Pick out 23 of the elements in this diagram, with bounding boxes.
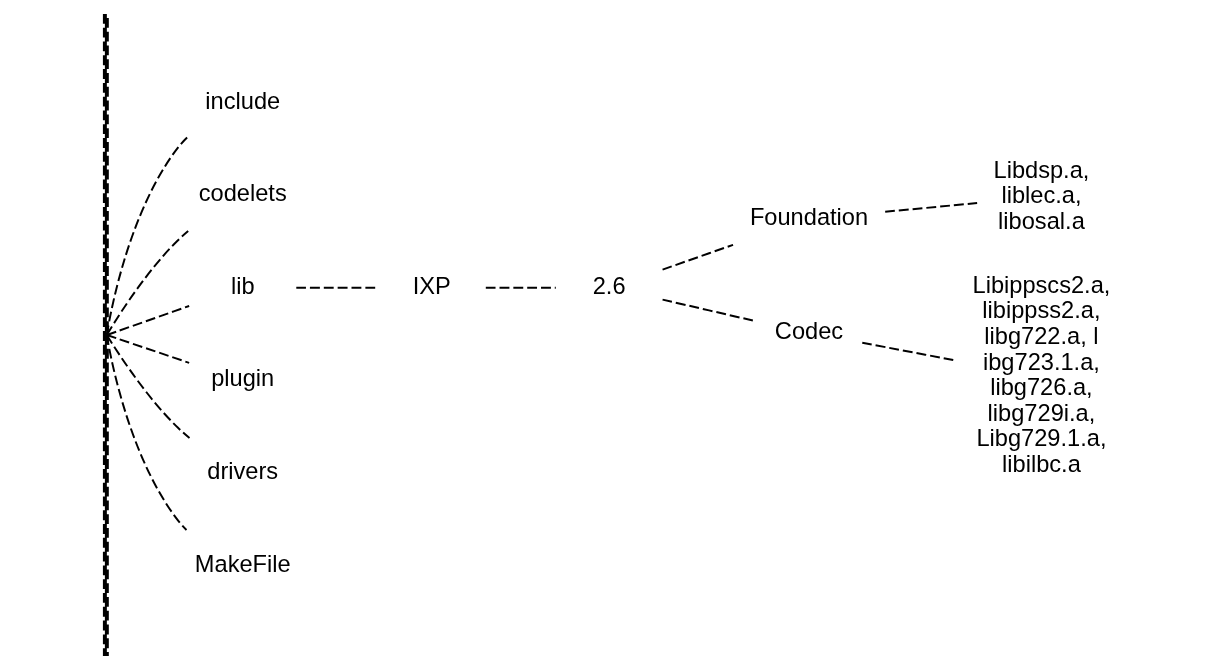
node-text: lib (230, 272, 255, 299)
node-text: 2.6 (592, 272, 626, 299)
connector (883, 202, 978, 213)
connector (661, 298, 756, 323)
connector (105, 136, 188, 336)
node-text: drivers (206, 457, 278, 484)
connector (661, 243, 734, 271)
node-text: Libippscs2.a, libippss2.a, libg722.a, l ibg723.1.a, libg726.a, libg729i.a, Libg729.1.a, libilbc.a (971, 271, 1110, 478)
node-text: Libdsp.a, liblec.a, libosal.a (993, 156, 1089, 234)
connector (105, 304, 190, 336)
connector (105, 334, 190, 439)
node-text: include (204, 87, 280, 114)
node-text: Codec (774, 318, 843, 345)
connector (484, 286, 557, 289)
connector (105, 334, 190, 364)
connector (105, 230, 189, 336)
node-text: Foundation (749, 203, 868, 230)
connector (860, 341, 956, 362)
node-text: codelets (198, 180, 287, 207)
node-text: IXP (412, 272, 451, 299)
node-text: plugin (210, 365, 274, 392)
node-text: MakeFile (194, 550, 291, 577)
node-bar (102, 13, 109, 657)
